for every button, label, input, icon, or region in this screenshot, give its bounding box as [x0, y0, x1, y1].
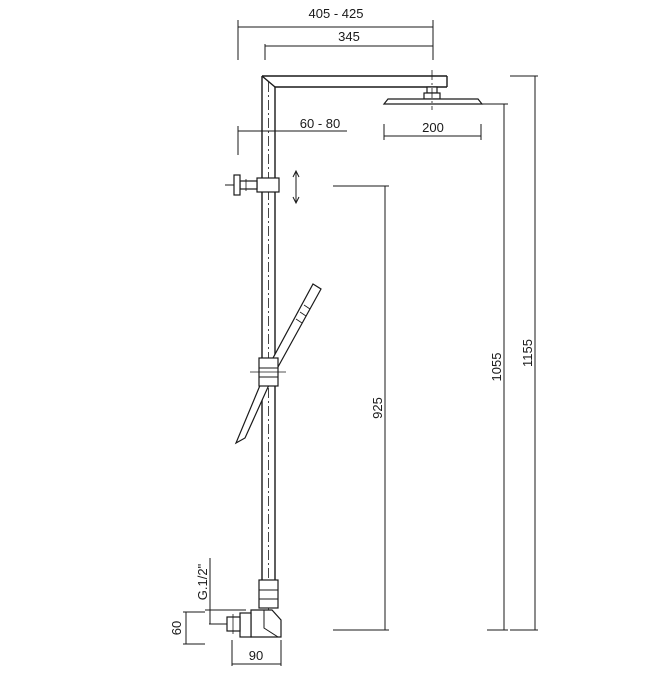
overhead-shower-arm [261, 75, 448, 88]
wall-bracket [225, 174, 280, 196]
dimension-label: 345 [338, 29, 360, 44]
dimension-label: 1055 [489, 353, 504, 382]
dimension-head-diameter: 200 [383, 120, 482, 140]
dimension-wall-offset: 60 - 80 [237, 116, 347, 155]
dimension-total-height: 1155 [510, 75, 538, 631]
dimension-thread-size: G.1/2" [195, 558, 246, 624]
dimension-label: 1155 [520, 339, 535, 367]
dimension-label: G.1/2" [195, 563, 210, 600]
dimension-label: 405 - 425 [309, 6, 364, 21]
dimension-label: 925 [370, 397, 385, 419]
dimension-inlet-height: 60 [169, 611, 205, 645]
dimension-arm-reach: 345 [264, 29, 433, 60]
dimension-arm-projection: 405 - 425 [237, 6, 434, 60]
sliding-holder [250, 357, 286, 387]
dimension-label: 200 [422, 120, 444, 135]
dimension-slider-travel: 925 [333, 185, 389, 631]
dimension-label: 90 [249, 648, 263, 663]
dimension-head-height: 1055 [482, 103, 508, 631]
dimension-label: 60 - 80 [300, 116, 340, 131]
dimension-inlet-width: 90 [231, 640, 282, 666]
height-adjust-arrow-icon [292, 169, 300, 205]
bottom-inlet-connector [209, 579, 282, 638]
vertical-riser-pipe [261, 76, 276, 635]
overhead-shower-head [382, 70, 484, 110]
dimension-label: 60 [169, 621, 184, 635]
